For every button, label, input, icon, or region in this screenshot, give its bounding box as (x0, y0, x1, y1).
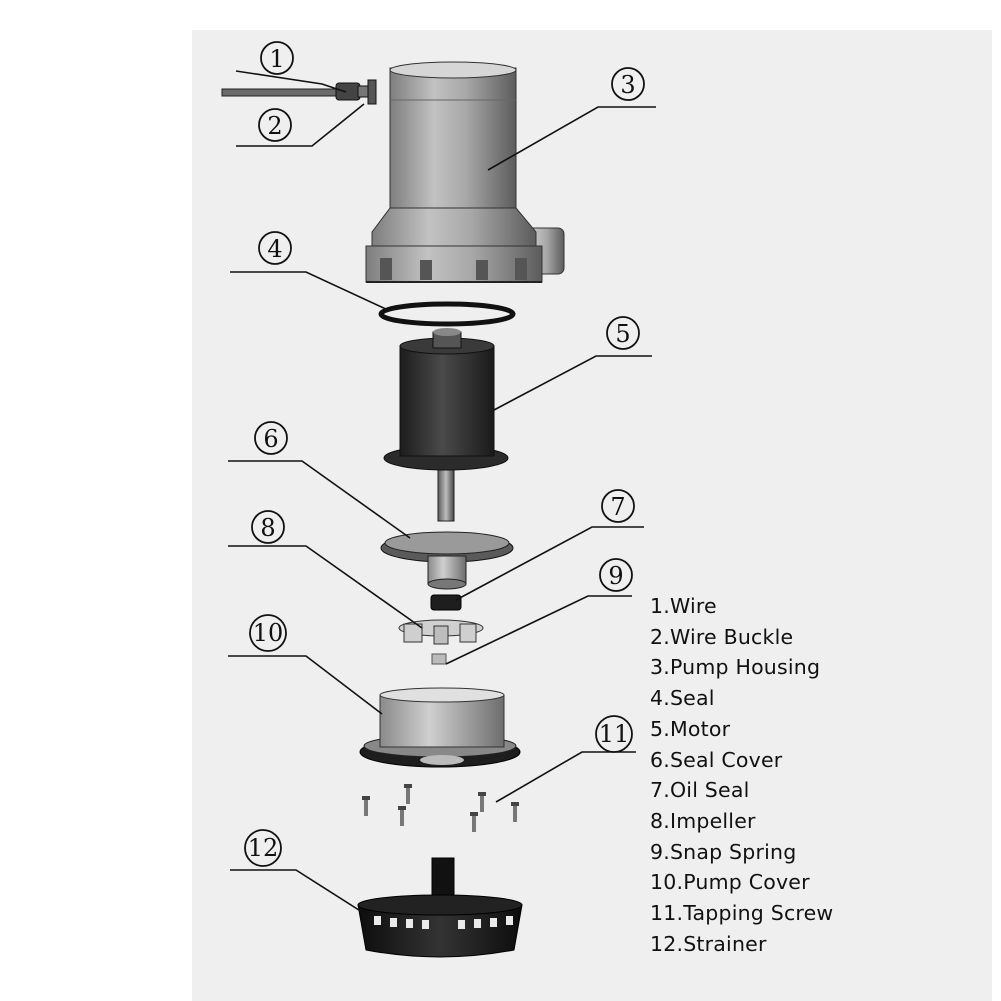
leader-7 (455, 526, 644, 601)
leader-lines (228, 70, 656, 913)
leader-12 (230, 869, 363, 913)
screw (478, 792, 486, 812)
legend-item-seal: 4.Seal (650, 686, 715, 711)
legend-item-impeller: 8.Impeller (650, 808, 756, 833)
legend-item-pump-housing: 3.Pump Housing (650, 655, 821, 680)
motor-part (383, 328, 509, 522)
svg-text:12: 12 (248, 834, 279, 862)
callout-1: 1 (260, 41, 294, 75)
leader-9 (445, 595, 632, 665)
screw (362, 796, 370, 816)
legend-item-wire-buckle: 2.Wire Buckle (650, 624, 794, 649)
svg-text:4: 4 (267, 235, 282, 263)
svg-text:7: 7 (610, 493, 625, 521)
callout-7: 7 (601, 489, 635, 523)
wire-buckle-part (335, 79, 377, 105)
legend-item-oil-seal: 7.Oil Seal (650, 778, 750, 803)
svg-text:11: 11 (599, 720, 630, 748)
svg-text:9: 9 (608, 562, 623, 590)
leader-8 (228, 545, 423, 629)
svg-text:6: 6 (263, 425, 278, 453)
leader-5 (493, 355, 652, 411)
callout-11: 11 (595, 715, 633, 753)
callout-5: 5 (606, 316, 640, 350)
callout-9: 9 (599, 558, 633, 592)
leader-4 (230, 271, 389, 311)
impeller-part (398, 619, 484, 645)
legend-item-wire: 1.Wire (650, 594, 717, 618)
legend-item-tapping-screw: 11.Tapping Screw (650, 901, 834, 926)
pump-housing-part (365, 61, 565, 283)
screw (404, 784, 412, 804)
leader-3 (487, 106, 656, 171)
svg-text:3: 3 (620, 71, 635, 99)
callout-4: 4 (258, 231, 292, 265)
seal-cover-part (380, 531, 514, 590)
legend-item-seal-cover: 6.Seal Cover (650, 747, 783, 772)
callout-3: 3 (611, 67, 645, 101)
screw (470, 812, 478, 832)
callout-12: 12 (244, 829, 282, 867)
leader-6 (228, 460, 411, 539)
svg-text:10: 10 (253, 619, 284, 647)
snap-spring-part (431, 653, 447, 665)
screw (398, 806, 406, 826)
leader-2 (236, 103, 365, 147)
seal-part (378, 301, 516, 327)
legend-item-strainer: 12.Strainer (650, 931, 767, 956)
strainer-part (357, 857, 523, 958)
wire-part (221, 88, 343, 97)
tapping-screw-part (362, 784, 519, 832)
parts-legend: 1.Wire 2.Wire Buckle 3.Pump Housing 4.Se… (650, 591, 833, 959)
svg-text:2: 2 (267, 112, 282, 140)
leader-10 (228, 655, 383, 715)
pump-cover-part (359, 687, 521, 768)
legend-item-snap-spring: 9.Snap Spring (650, 839, 797, 864)
legend-item-motor: 5.Motor (650, 716, 731, 741)
callout-8: 8 (251, 510, 285, 544)
svg-text:5: 5 (615, 320, 630, 348)
legend-item-pump-cover: 10.Pump Cover (650, 870, 810, 895)
callout-6: 6 (254, 421, 288, 455)
leader-1 (235, 70, 347, 93)
oil-seal-part (430, 594, 462, 611)
callout-2: 2 (258, 108, 292, 142)
callout-10: 10 (249, 614, 287, 652)
svg-text:8: 8 (260, 514, 275, 542)
paper-background (192, 30, 992, 1001)
svg-text:1: 1 (269, 45, 284, 73)
screw (511, 802, 519, 822)
leader-11 (495, 751, 636, 803)
